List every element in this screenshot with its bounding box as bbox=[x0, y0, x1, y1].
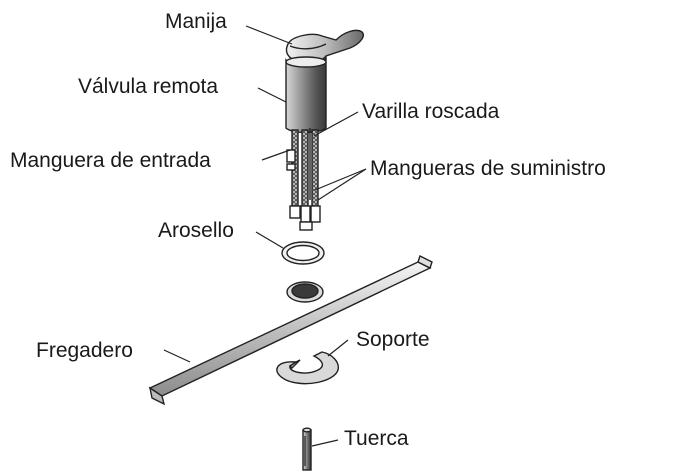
label-inlet-hose: Manguera de entrada bbox=[10, 149, 211, 172]
o-ring-part bbox=[281, 241, 325, 265]
hoses-assembly bbox=[286, 128, 321, 231]
label-handle: Manija bbox=[165, 10, 227, 33]
bracket-part bbox=[276, 351, 339, 385]
label-supply-hoses: Mangueras de suministro bbox=[370, 157, 606, 180]
label-threaded-rod: Varilla roscada bbox=[362, 100, 500, 123]
label-sink: Fregadero bbox=[36, 339, 133, 362]
label-remote-valve: Válvula remota bbox=[78, 75, 218, 98]
label-o-ring: Arosello bbox=[158, 219, 234, 242]
supply-hose-right bbox=[311, 129, 319, 209]
sink-part bbox=[148, 255, 433, 406]
label-bracket: Soporte bbox=[356, 328, 430, 351]
leader-lines bbox=[163, 25, 367, 447]
gasket-part bbox=[286, 281, 324, 303]
remote-valve-body bbox=[285, 55, 327, 134]
label-nut: Tuerca bbox=[344, 427, 409, 450]
supply-hose-left bbox=[301, 129, 309, 209]
nut-part bbox=[302, 427, 312, 471]
